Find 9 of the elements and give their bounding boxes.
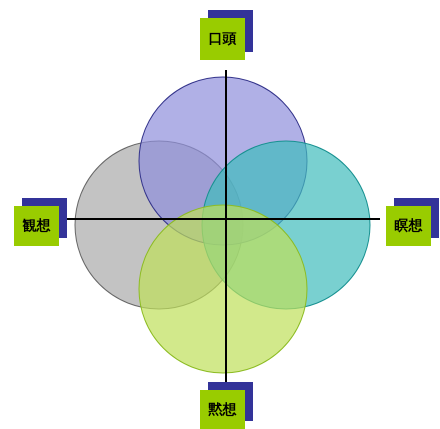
label-text: 観想	[22, 217, 50, 235]
label-text: 瞑想	[394, 217, 422, 235]
circle	[138, 204, 308, 374]
label-box	[200, 390, 245, 429]
label-box	[14, 206, 59, 246]
label-text: 黙想	[208, 400, 236, 418]
label-text: 口頭	[208, 30, 236, 48]
label-box	[200, 18, 245, 60]
label-box	[386, 206, 431, 246]
